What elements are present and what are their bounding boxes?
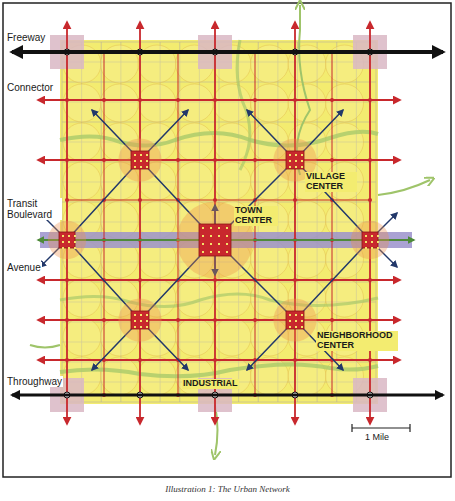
center-label: NEIGHBORHOOD CENTER [316,331,398,351]
scale-bar [352,424,410,432]
center-label: TOWN CENTER [234,206,278,226]
road-type-label: Connector [6,82,54,93]
diagonal-connectors [40,110,397,370]
figure-caption: Illustration 1: The Urban Network [0,484,455,494]
freeway-interchanges [50,35,387,412]
road-type-label: Avenue [6,262,42,273]
freeway-line [12,50,443,54]
road-type-label: Freeway [6,32,46,43]
stream-corridors [30,5,430,470]
center-label: VILLAGE CENTER [305,172,357,192]
figure-frame [3,3,451,477]
arterial-streets [38,22,400,424]
throughway-line [12,394,443,397]
road-type-label: Transit Boulevard [6,198,62,220]
district-label: INDUSTRIAL [182,379,239,389]
road-type-label: Throughway [6,376,63,387]
center-squares [48,138,389,341]
scale-label: 1 Mile [364,433,390,443]
